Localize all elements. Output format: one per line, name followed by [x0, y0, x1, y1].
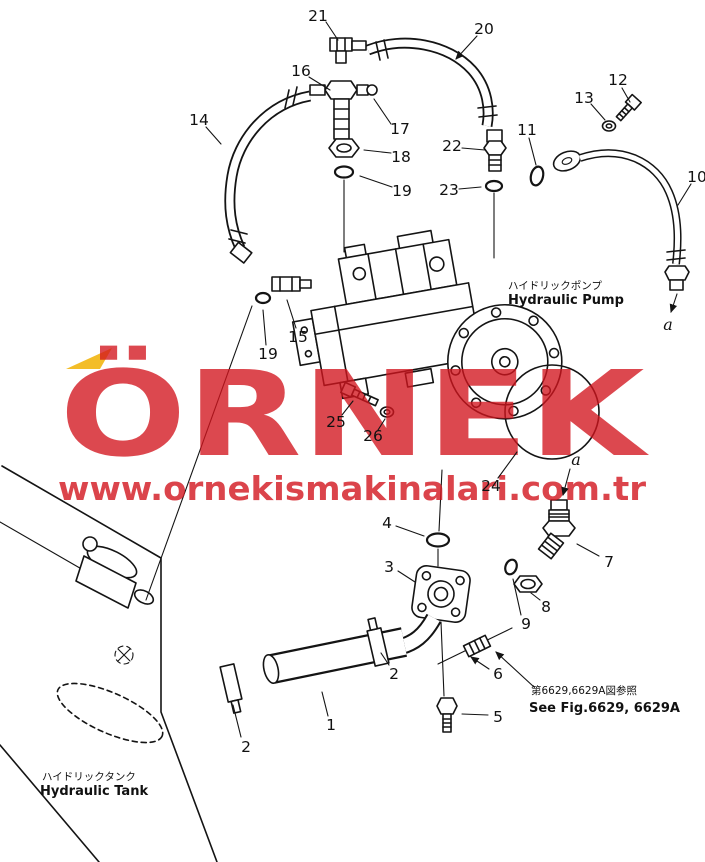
callout-3: 3 [384, 558, 394, 576]
pump-label-en: Hydraulic Pump [508, 293, 624, 308]
oring-23 [484, 179, 504, 193]
elbow-21-stem [335, 50, 347, 64]
bolt-12 [615, 93, 642, 122]
flange-3 [411, 564, 471, 624]
callout-19-top: 19 [392, 182, 412, 200]
nut-18-bore [336, 143, 352, 153]
callout-8: 8 [541, 598, 551, 616]
callout-22: 22 [442, 137, 462, 155]
tank-filler [75, 536, 155, 609]
pipe-10 [552, 149, 690, 314]
watermark-url: www.ornekismakinalari.com.tr [58, 469, 647, 508]
hose-20 [366, 37, 498, 128]
tee-16-left-nipple [309, 84, 326, 96]
oring-11 [529, 165, 545, 187]
callout-19-left: 19 [258, 345, 278, 363]
callout-leaders [205, 21, 692, 738]
watermark-brand: ÖRNEK [60, 345, 651, 483]
callout-21: 21 [308, 7, 328, 25]
pipe-10-flange [552, 150, 582, 172]
callout-10: 10 [687, 168, 705, 186]
hydraulic-tank [0, 305, 253, 862]
callout-15: 15 [288, 328, 308, 346]
oring-24 [504, 364, 600, 460]
callout-7: 7 [604, 553, 614, 571]
tank-label-en: Hydraulic Tank [40, 784, 148, 799]
washer-26 [379, 406, 395, 418]
hydraulic-pump [291, 229, 563, 420]
callout-2-left: 2 [241, 738, 251, 756]
callout-26: 26 [363, 427, 383, 445]
bolt-5 [436, 697, 458, 733]
callout-17: 17 [390, 120, 410, 138]
leader-20-arrow [455, 35, 478, 60]
oring-4 [425, 532, 451, 548]
callout-4: 4 [382, 514, 392, 532]
tube-1-open-end [262, 653, 280, 685]
centerline-pump-port [437, 469, 445, 697]
tank-label-jp: ハイドリックタンク [42, 771, 136, 783]
ref-label-en: See Fig.6629, 6629A [529, 701, 680, 716]
tank-bottom-edge [0, 744, 100, 862]
hose-clamp-2-left [219, 663, 243, 714]
nut-18 [328, 138, 360, 158]
leader-6-arrow [470, 656, 490, 670]
see-fig-arrow [495, 651, 535, 688]
plug-17-knob [366, 84, 378, 96]
tank-top-edge [0, 521, 86, 572]
callout-9: 9 [521, 615, 531, 633]
callout-5: 5 [493, 708, 503, 726]
tank-drain-cross [117, 648, 131, 662]
oring-9 [504, 558, 518, 576]
hose-14-coupling-bands [228, 86, 298, 244]
tank-outline [1, 465, 218, 862]
washer-13 [601, 120, 617, 132]
pipe-10-coupling-bands [666, 249, 686, 261]
callout-14: 14 [189, 111, 209, 129]
flow-label-a-lower: a [571, 450, 581, 469]
watermark-accent [66, 348, 112, 369]
suction-line-leader [145, 305, 253, 601]
fitting-6 [462, 634, 492, 658]
nut-8 [513, 575, 543, 593]
ref-label-jp: 第6629,6629A図参照 [531, 684, 637, 697]
fitting-22 [483, 129, 507, 172]
callout-23: 23 [439, 181, 459, 199]
oring-19-top [333, 165, 355, 179]
callout-24: 24 [481, 477, 501, 495]
hose-14 [224, 86, 312, 264]
callout-11: 11 [517, 121, 537, 139]
flow-label-a-upper: a [663, 315, 673, 334]
pipe-10-end-thread [669, 279, 684, 291]
fitting-15 [271, 276, 312, 292]
callout-16: 16 [291, 62, 311, 80]
callout-20: 20 [474, 20, 494, 38]
callout-12: 12 [608, 71, 628, 89]
callout-18: 18 [391, 148, 411, 166]
hose-20-coupling-bands [375, 39, 498, 118]
callout-1: 1 [326, 716, 336, 734]
pipe-10-flange-hole [561, 157, 573, 165]
callout-13: 13 [574, 89, 594, 107]
flow-a-upper-arrow [669, 293, 678, 314]
oring-19-left [254, 291, 272, 305]
callout-6: 6 [493, 665, 503, 683]
pipe-10-end-hex [664, 265, 690, 281]
callout-25: 25 [326, 413, 346, 431]
pump-label-jp: ハイドリックポンプ [508, 280, 602, 292]
watermark: ÖRNEK www.ornekismakinalari.com.tr [58, 345, 650, 508]
flow-a-lower-arrow [561, 468, 571, 497]
tank-drain-mark [114, 645, 134, 665]
elbow-21-nipple [351, 40, 367, 51]
tank-hidden-opening [56, 682, 164, 744]
fitting-7 [537, 499, 576, 560]
bolt-25 [340, 381, 379, 407]
elbow-neck [397, 613, 442, 656]
fitting-stack-top [309, 37, 378, 253]
callout-2-right: 2 [389, 665, 399, 683]
hose-14-end-fitting [229, 241, 253, 264]
elbow-21-body [329, 37, 353, 52]
